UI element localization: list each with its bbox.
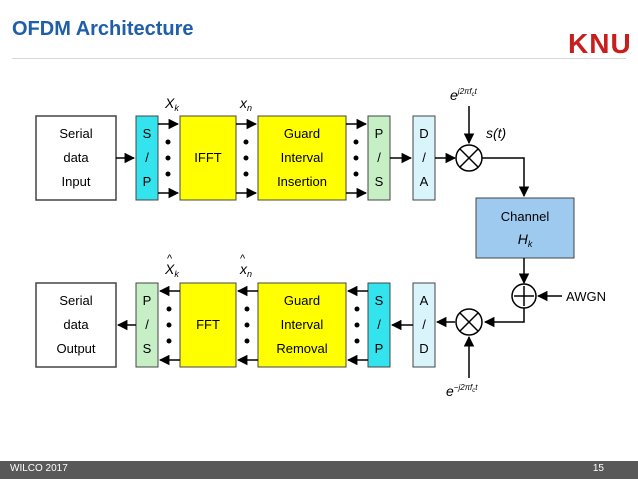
- tx-sp-slash: /: [145, 150, 149, 165]
- rx-parallel-lines-3: [158, 285, 180, 366]
- fft-block: [179, 282, 237, 368]
- serial-output-line1: Serial: [59, 293, 92, 308]
- tx-mixer: [455, 144, 483, 172]
- header-divider: [12, 58, 626, 59]
- rx-sp-s: S: [375, 293, 384, 308]
- channel-block: [475, 197, 575, 259]
- guard-removal-line3: Removal: [276, 341, 327, 356]
- rx-ps-p: P: [143, 293, 152, 308]
- tx-parallel-dots-2: [243, 139, 249, 177]
- footer-conference: WILCO 2017: [10, 463, 68, 474]
- serial-input-block: [35, 115, 117, 201]
- rx-sp-slash: /: [377, 317, 381, 332]
- tx-parallel-dots-3: [353, 139, 359, 177]
- tx-sp-block: [135, 115, 159, 201]
- guard-removal-block: [257, 282, 347, 368]
- rx-ps-slash: /: [145, 317, 149, 332]
- tx-parallel-lines-2: [236, 118, 258, 199]
- xn-hat-mark: ^: [240, 253, 246, 265]
- ad-slash: /: [422, 317, 426, 332]
- page-number: 15: [592, 463, 604, 474]
- tx-ps-p: P: [375, 126, 384, 141]
- guard-insertion-block: [257, 115, 347, 201]
- slide-footer: WILCO 2017 15: [0, 461, 638, 479]
- serial-input-line2: data: [63, 150, 89, 165]
- awgn-label: AWGN: [566, 289, 606, 304]
- tx-parallel-lines-3: [346, 118, 368, 199]
- tx-parallel-dots-1: [165, 139, 171, 177]
- ad-a: A: [420, 293, 429, 308]
- tx-sp-s: S: [143, 126, 152, 141]
- guard-insertion-line1: Guard: [284, 126, 320, 141]
- signal-label: s(t): [486, 125, 506, 141]
- serial-output-block: [35, 282, 117, 368]
- guard-removal-line2: Interval: [281, 317, 324, 332]
- rx-sp-block: [367, 282, 391, 368]
- ifft-block: [179, 115, 237, 201]
- rx-parallel-dots-2: [244, 306, 250, 344]
- serial-input-line1: Serial: [59, 126, 92, 141]
- tx-ps-s: S: [375, 174, 384, 189]
- slide-title: OFDM Architecture: [12, 18, 194, 40]
- tx-carrier-label: ej2πfct: [450, 87, 478, 103]
- da-a: A: [420, 174, 429, 189]
- channel-label: Channel: [501, 209, 550, 224]
- awgn-adder: [511, 283, 537, 309]
- guard-insertion-line3: Insertion: [277, 174, 327, 189]
- da-d: D: [419, 126, 428, 141]
- xk-hat-mark: ^: [167, 253, 173, 265]
- guard-insertion-line2: Interval: [281, 150, 324, 165]
- da-slash: /: [422, 150, 426, 165]
- tx-sp-p: P: [143, 174, 152, 189]
- rx-sp-p: P: [375, 341, 384, 356]
- rx-parallel-lines-1: [346, 285, 368, 366]
- rx-parallel-lines-2: [236, 285, 258, 366]
- serial-output-line2: data: [63, 317, 89, 332]
- ifft-label: IFFT: [194, 150, 221, 165]
- tx-ps-slash: /: [377, 150, 381, 165]
- rx-carrier-label: e−j2πfct: [446, 383, 478, 399]
- fft-label: FFT: [196, 317, 220, 332]
- xn-hat-label: xn: [239, 261, 252, 279]
- serial-input-line3: Input: [62, 174, 91, 189]
- xk-hat-label: Xk: [164, 261, 179, 279]
- xk-label: Xk: [164, 95, 179, 113]
- rx-mixer: [455, 308, 483, 336]
- guard-removal-line1: Guard: [284, 293, 320, 308]
- xn-label: xn: [239, 95, 252, 113]
- channel-h-label: Hk: [518, 231, 533, 249]
- rx-parallel-dots-1: [354, 306, 360, 344]
- knu-logo: KNU: [568, 28, 632, 59]
- tx-parallel-lines-1: [158, 118, 180, 199]
- serial-output-line3: Output: [56, 341, 95, 356]
- ad-d: D: [419, 341, 428, 356]
- rx-parallel-dots-3: [166, 306, 172, 344]
- rx-ps-s: S: [143, 341, 152, 356]
- arrow-adder-to-rx-mixer: [483, 308, 525, 328]
- arrow-mixer-to-channel: [482, 157, 530, 198]
